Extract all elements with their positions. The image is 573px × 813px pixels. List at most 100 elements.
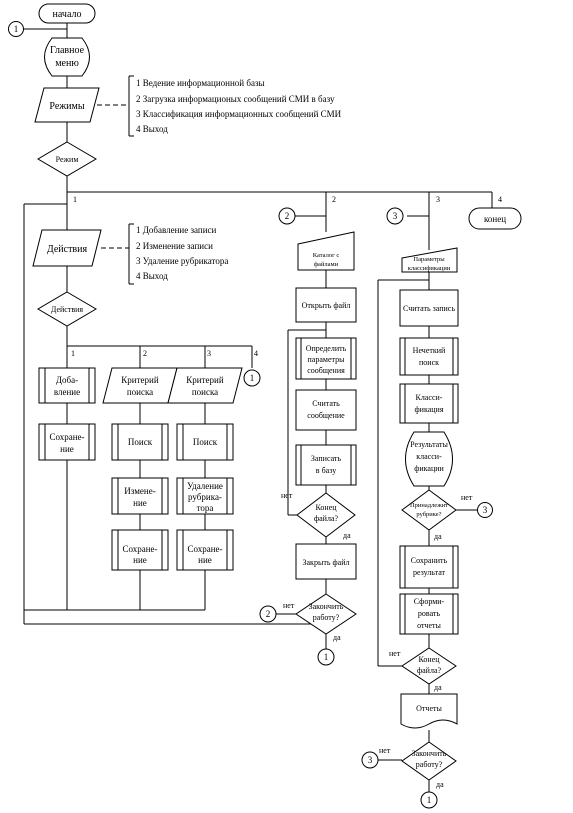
delete-line-1: Удаление bbox=[187, 481, 223, 491]
add-line-1: Доба- bbox=[56, 375, 78, 385]
connector-3-top: 3 bbox=[386, 207, 404, 225]
fuzzy-search-process: Нечеткий поиск bbox=[399, 337, 459, 376]
col2-save-label: Сохране- bbox=[122, 544, 157, 554]
action-branch-2: 2 bbox=[143, 349, 147, 358]
params-line-3: сообщения bbox=[307, 366, 345, 375]
col3-search-process: Поиск bbox=[176, 423, 234, 461]
cls-eof-decision: Конец файла? bbox=[401, 647, 457, 685]
cls-eof-line-2: файла? bbox=[417, 666, 442, 675]
action-branch-1: 1 bbox=[71, 349, 75, 358]
cls-eof-no-label: нет bbox=[389, 649, 401, 658]
connector-2-retry: 2 bbox=[259, 605, 277, 623]
end-label: конец bbox=[484, 214, 506, 224]
classif-line-1: Класси- bbox=[416, 393, 443, 402]
action-branch-labels: 1 2 3 4 bbox=[71, 349, 258, 358]
write-line-2: в базу bbox=[316, 466, 336, 475]
col2-save-label-2: ние bbox=[133, 555, 147, 565]
write-line-1: Записать bbox=[311, 454, 342, 463]
col1-save-process: Сохране- ние bbox=[38, 423, 96, 461]
cls-finish-line-2: работу? bbox=[416, 760, 443, 769]
fuzzy-line-2: поиск bbox=[419, 358, 439, 367]
start-terminal: начало bbox=[38, 3, 96, 24]
form-line-2: ровать bbox=[418, 609, 441, 618]
connector-1-load-end: 1 bbox=[317, 648, 335, 666]
cls-finish-no-label: нет bbox=[379, 746, 391, 755]
action-branch-3: 3 bbox=[207, 349, 211, 358]
connector-1-cls-end: 1 bbox=[420, 791, 438, 809]
col1-save-line-2: ние bbox=[60, 444, 74, 454]
load-finish-yes-label: да bbox=[333, 633, 341, 642]
load-eof-decision: Конец файла? bbox=[296, 492, 356, 538]
main-menu-display: Главное меню bbox=[44, 37, 90, 77]
actions-decision-label: Действия bbox=[51, 305, 83, 314]
end-terminal: конец bbox=[468, 207, 522, 230]
branch-label-2: 2 bbox=[332, 195, 336, 204]
save-result-line-1: Сохранить bbox=[411, 556, 448, 565]
connector-2-top: 2 bbox=[278, 207, 296, 225]
save-result-process: Сохранить результат bbox=[399, 545, 459, 589]
form-line-3: отчеты bbox=[417, 621, 441, 630]
cls-finish-yes-label: да bbox=[436, 780, 444, 789]
flow-lines bbox=[16, 23, 493, 792]
load-eof-line-1: Конец bbox=[315, 503, 337, 512]
mode-decision-label: Режим bbox=[56, 155, 79, 164]
params-line-1: Определить bbox=[306, 344, 347, 353]
save-result-line-2: результат bbox=[413, 568, 446, 577]
start-label: начало bbox=[53, 9, 82, 20]
read-msg-line-1: Считать bbox=[312, 399, 340, 408]
col1-save-line-1: Сохране- bbox=[49, 432, 84, 442]
delete-line-2: рубрика- bbox=[188, 492, 222, 502]
col2-search-label: Поиск bbox=[128, 437, 153, 447]
cls-eof-yes-label: да bbox=[434, 683, 442, 692]
connector-3-finish: 3 bbox=[361, 751, 379, 769]
load-finish-no-label: нет bbox=[283, 601, 295, 610]
form-reports-process: Сформи- ровать отчеты bbox=[399, 593, 459, 635]
form-line-1: Сформи- bbox=[414, 597, 445, 606]
branch-label-4: 4 bbox=[498, 195, 502, 204]
results-line-1: Результаты bbox=[410, 440, 448, 449]
actions-legend: 1 Добавление записи 2 Изменение записи 3… bbox=[136, 225, 228, 281]
belongs-yes-label: да bbox=[434, 532, 442, 541]
connector-label: 1 bbox=[250, 373, 255, 383]
classification-process: Класси- фикация bbox=[399, 383, 459, 424]
connector-label: 3 bbox=[368, 755, 373, 765]
col2-search-process: Поиск bbox=[111, 423, 169, 461]
modes-item-3: 3 Классификация информационных сообщений… bbox=[136, 109, 342, 119]
belongs-rubric-decision: Принадлежит рубрике? bbox=[401, 489, 457, 531]
actions-item-3: 3 Удаление рубрикатора bbox=[136, 256, 228, 266]
read-message-process: Считать сообщение bbox=[295, 389, 357, 431]
col3-search-label: Поиск bbox=[193, 437, 218, 447]
edit-line-1: Измене- bbox=[124, 486, 155, 496]
connector-3-belongs: 3 bbox=[477, 502, 493, 518]
delete-line-3: тора bbox=[197, 503, 214, 513]
close-file-process: Закрыть файл bbox=[295, 543, 357, 580]
modes-legend: 1 Ведение информационной базы 2 Загрузка… bbox=[136, 78, 342, 134]
reports-document: Отчеты bbox=[400, 693, 458, 729]
add-record-process: Доба- вление bbox=[38, 367, 96, 404]
reports-label: Отчеты bbox=[416, 704, 442, 713]
classification-results-display: Результаты класси- фикации bbox=[405, 431, 453, 487]
connector-1-top: 1 bbox=[8, 21, 24, 37]
connector-label: 3 bbox=[483, 505, 488, 515]
actions-item-4: 4 Выход bbox=[136, 271, 168, 281]
file-catalog-input: Каталог с файлами bbox=[297, 231, 355, 271]
load-finish-line-1: Закончить bbox=[309, 602, 344, 611]
connector-label: 2 bbox=[266, 609, 271, 619]
connector-label: 1 bbox=[427, 795, 432, 805]
actions-item-2: 2 Изменение записи bbox=[136, 241, 213, 251]
col3-criterion-line-2: поиска bbox=[192, 387, 218, 397]
define-params-process: Определить параметры сообщения bbox=[295, 337, 357, 380]
fuzzy-line-1: Нечеткий bbox=[413, 346, 446, 355]
col3-save-process: Сохране- ние bbox=[176, 529, 234, 571]
actions-decision: Действия bbox=[37, 291, 97, 327]
branch-label-1: 1 bbox=[73, 195, 77, 204]
edit-line-2: ние bbox=[133, 498, 147, 508]
delete-rubricator-process: Удаление рубрика- тора bbox=[176, 477, 234, 515]
actions-item-1: 1 Добавление записи bbox=[136, 225, 217, 235]
load-eof-yes-label: да bbox=[343, 531, 351, 540]
classification-params-input: Параметры классификации bbox=[401, 247, 458, 273]
cls-params-line-1: Параметры bbox=[413, 256, 445, 263]
belongs-line-2: рубрике? bbox=[416, 511, 441, 518]
edit-record-process: Измене- ние bbox=[111, 477, 169, 515]
